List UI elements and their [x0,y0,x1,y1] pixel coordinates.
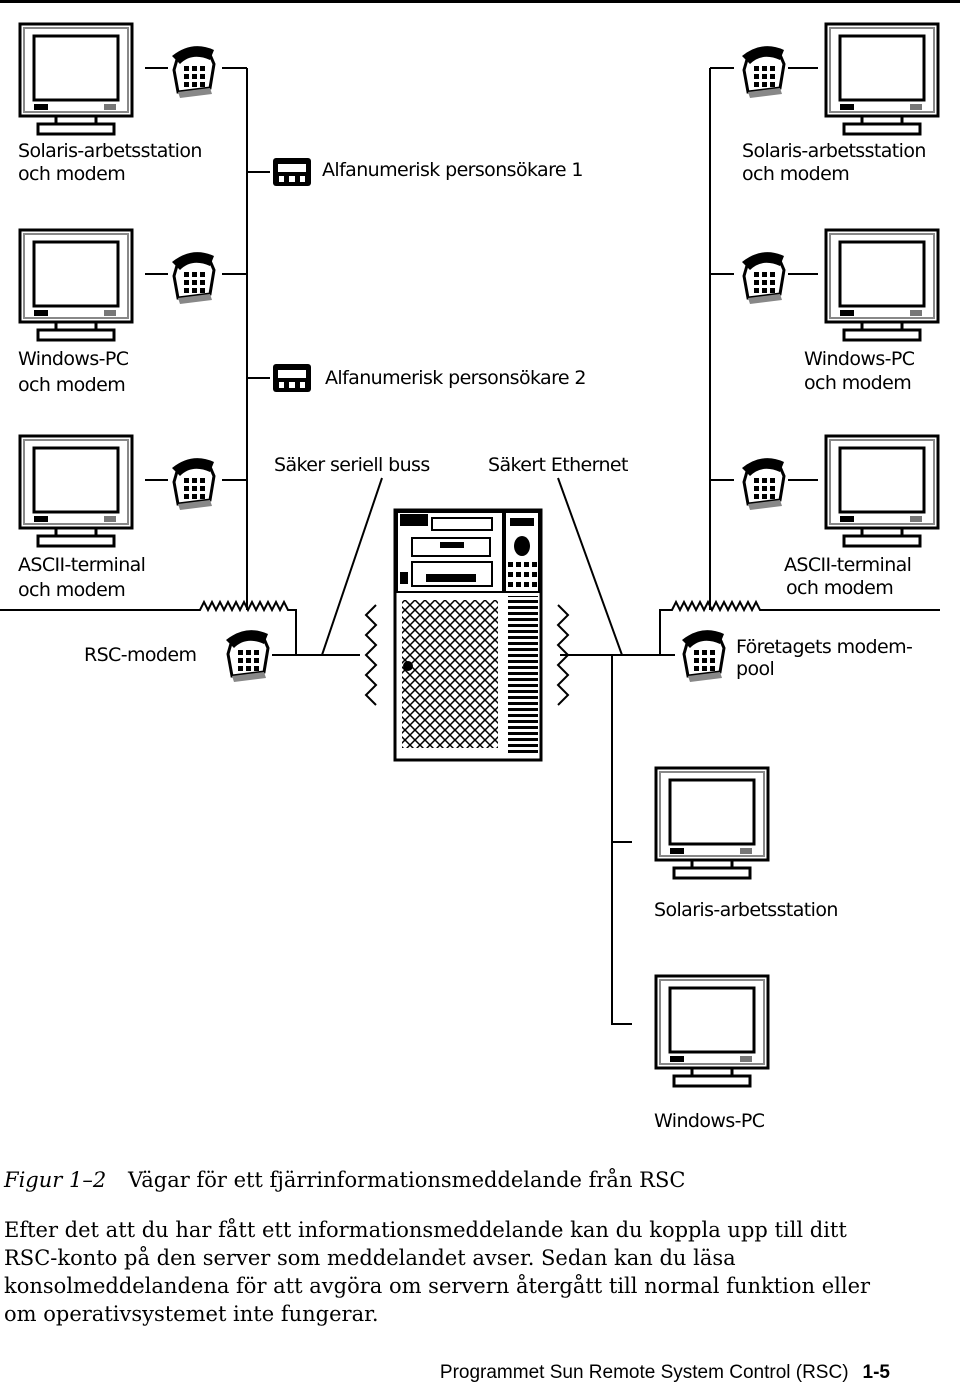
label-windows-modem-right-2: och modem [804,372,911,394]
body-paragraph: Efter det att du har fått ett informatio… [4,1218,871,1326]
label-rsc-modem: RSC-modem [84,644,196,666]
phone-icon [680,628,726,684]
label-solaris-modem-right: Solaris-arbetsstation [742,140,926,162]
label-ascii-modem-right-2: och modem [786,577,893,599]
pager-icon [273,364,311,392]
label-pager-1: Alfanumerisk personsökare 1 [322,159,583,181]
page-footer: Programmet Sun Remote System Control (RS… [440,1362,890,1384]
label-windows-modem-right: Windows-PC [804,348,915,370]
monitor-icon [824,22,940,136]
label-pager-2: Alfanumerisk personsökare 2 [325,367,586,389]
modem-pool-line [659,599,940,656]
server-icon [393,508,543,762]
label-ethernet: Säkert Ethernet [488,454,628,476]
label-serial-bus: Säker seriell buss [274,454,430,476]
monitor-icon [654,766,770,880]
label-ascii-modem-left-2: och modem [18,579,125,601]
ethernet-zigzag [556,604,570,706]
label-windows-modem-left: Windows-PC [18,348,129,370]
phone-icon [740,456,786,512]
figure-number: Figur 1–2 [4,1168,107,1192]
pager-icon [273,158,311,186]
label-windows-pc: Windows-PC [654,1110,765,1132]
rsc-modem-line [0,599,360,656]
monitor-icon [654,974,770,1088]
label-modem-pool: Företagets modem- [736,636,912,658]
ethernet-drop-line [611,655,632,1025]
label-ascii-modem-left: ASCII-terminal [18,554,145,576]
top-rule [0,0,960,3]
label-ascii-modem-right: ASCII-terminal [784,554,911,576]
monitor-icon [18,434,134,548]
phone-icon [170,250,216,306]
monitor-icon [18,228,134,342]
serial-zigzag [364,604,378,706]
label-solaris-ws: Solaris-arbetsstation [654,899,838,921]
phone-icon [170,44,216,100]
label-solaris-modem-left-2: och modem [18,163,125,185]
label-modem-pool-2: pool [736,658,774,680]
phone-icon [224,628,270,684]
monitor-icon [824,434,940,548]
figure-caption: Figur 1–2 Vägar för ett fjärrinformations… [4,1168,685,1192]
network-diagram: Solaris-arbetsstation och modem Windows-… [0,22,940,1132]
phone-icon [740,44,786,100]
label-solaris-modem-right-2: och modem [742,163,849,185]
label-windows-modem-left-2: och modem [18,374,125,396]
phone-icon [740,250,786,306]
figure-title: Vägar för ett fjärrinformationsmeddeland… [128,1168,686,1192]
footer-title: Programmet Sun Remote System Control (RS… [439,1362,849,1383]
phone-icon [170,456,216,512]
monitor-icon [824,228,940,342]
label-solaris-modem-left: Solaris-arbetsstation [18,140,202,162]
page-number: 1-5 [862,1362,890,1383]
monitor-icon [18,22,134,136]
